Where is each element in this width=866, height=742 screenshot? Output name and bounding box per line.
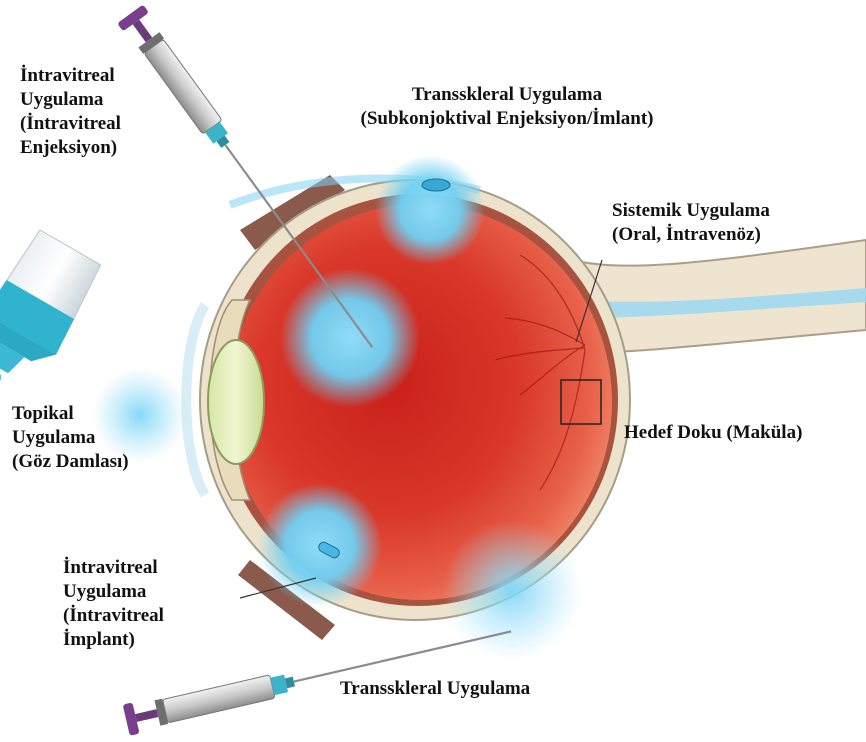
label-line: (İntravitreal	[20, 112, 121, 136]
lens	[208, 340, 264, 464]
label-line: İmplant)	[63, 628, 164, 652]
label-line: İntravitreal	[20, 64, 121, 88]
label-line: Topikal	[12, 402, 129, 426]
label-line: Uygulama	[12, 426, 129, 450]
label-line: Transskleral Uygulama	[318, 83, 696, 107]
label-line: (Subkonjoktival Enjeksiyon/İmlant)	[318, 107, 696, 131]
blob-transscleral-top	[375, 155, 485, 265]
label-line: Uygulama	[63, 580, 164, 604]
label-line: İntravitreal	[63, 556, 164, 580]
label-line: Uygulama	[20, 88, 121, 112]
label-transscleral-bottom: Transskleral Uygulama	[340, 677, 530, 701]
label-topical: Topikal Uygulama (Göz Damlası)	[12, 402, 129, 474]
subconjunctival-implant	[422, 179, 450, 191]
blob-intravitreal-injection	[280, 268, 420, 408]
eye-drop-bottle	[0, 227, 106, 403]
label-intravitreal-injection: İntravitreal Uygulama (İntravitreal Enje…	[20, 64, 121, 160]
label-line: Transskleral Uygulama	[340, 677, 530, 701]
label-target-tissue: Hedef Doku (Maküla)	[624, 421, 802, 445]
label-systemic: Sistemik Uygulama (Oral, İntravenöz)	[612, 199, 770, 247]
label-line: (Göz Damlası)	[12, 450, 129, 474]
label-transscleral-top: Transskleral Uygulama (Subkonjoktival En…	[318, 83, 696, 131]
label-line: Enjeksiyon)	[20, 136, 121, 160]
label-line: (İntravitreal	[63, 604, 164, 628]
label-line: (Oral, İntravenöz)	[612, 223, 770, 247]
label-line: Hedef Doku (Maküla)	[624, 421, 802, 445]
label-line: Sistemik Uygulama	[612, 199, 770, 223]
label-intravitreal-implant: İntravitreal Uygulama (İntravitreal İmpl…	[63, 556, 164, 652]
blob-transscleral-bottom	[442, 520, 582, 660]
